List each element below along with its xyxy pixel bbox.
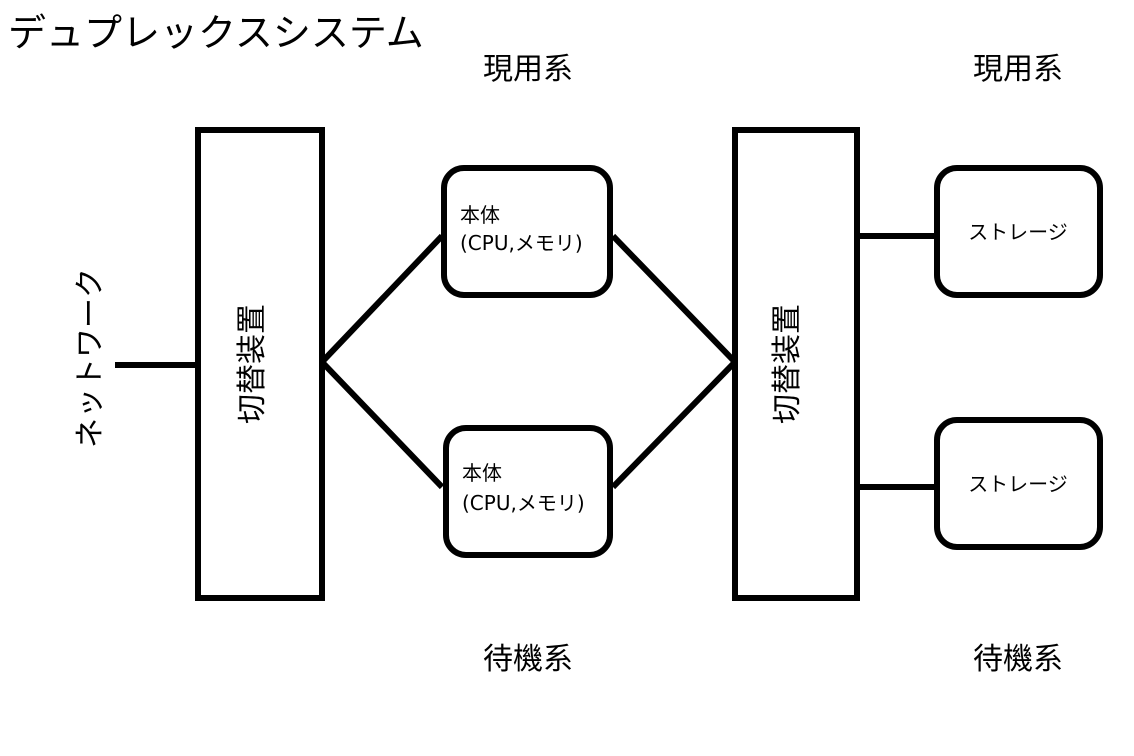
switch1-to-computer1-connector	[319, 233, 445, 365]
computer-unit-1-name: 本体	[460, 203, 500, 227]
network-label: ネットワーク	[73, 268, 108, 448]
computer-unit-2	[443, 425, 613, 558]
switch-device-1-label: 切替装置	[235, 304, 270, 424]
storage-unit-1	[934, 165, 1103, 298]
computer-unit-2-name: 本体	[462, 461, 502, 485]
switch-device-2	[732, 127, 860, 601]
active-system-label-1: 現用系	[483, 52, 573, 87]
standby-system-label-2: 待機系	[973, 642, 1063, 677]
switch1-to-computer2-connector	[319, 359, 445, 490]
standby-system-label-1: 待機系	[483, 642, 573, 677]
computer-unit-2-detail: (CPU,メモリ)	[462, 491, 585, 515]
storage-unit-2-label: ストレージ	[968, 472, 1068, 496]
computer1-to-switch2-connector	[610, 233, 738, 365]
switch-device-1	[195, 127, 325, 601]
diagram-title: デュプレックスシステム	[8, 11, 424, 55]
computer2-to-switch2-connector	[610, 359, 738, 490]
storage-unit-2	[934, 417, 1103, 550]
switch-device-2-label: 切替装置	[770, 304, 805, 424]
storage-unit-1-label: ストレージ	[968, 220, 1068, 244]
active-system-label-2: 現用系	[973, 52, 1063, 87]
computer-unit-1	[441, 165, 613, 298]
computer-unit-1-detail: (CPU,メモリ)	[460, 231, 583, 255]
